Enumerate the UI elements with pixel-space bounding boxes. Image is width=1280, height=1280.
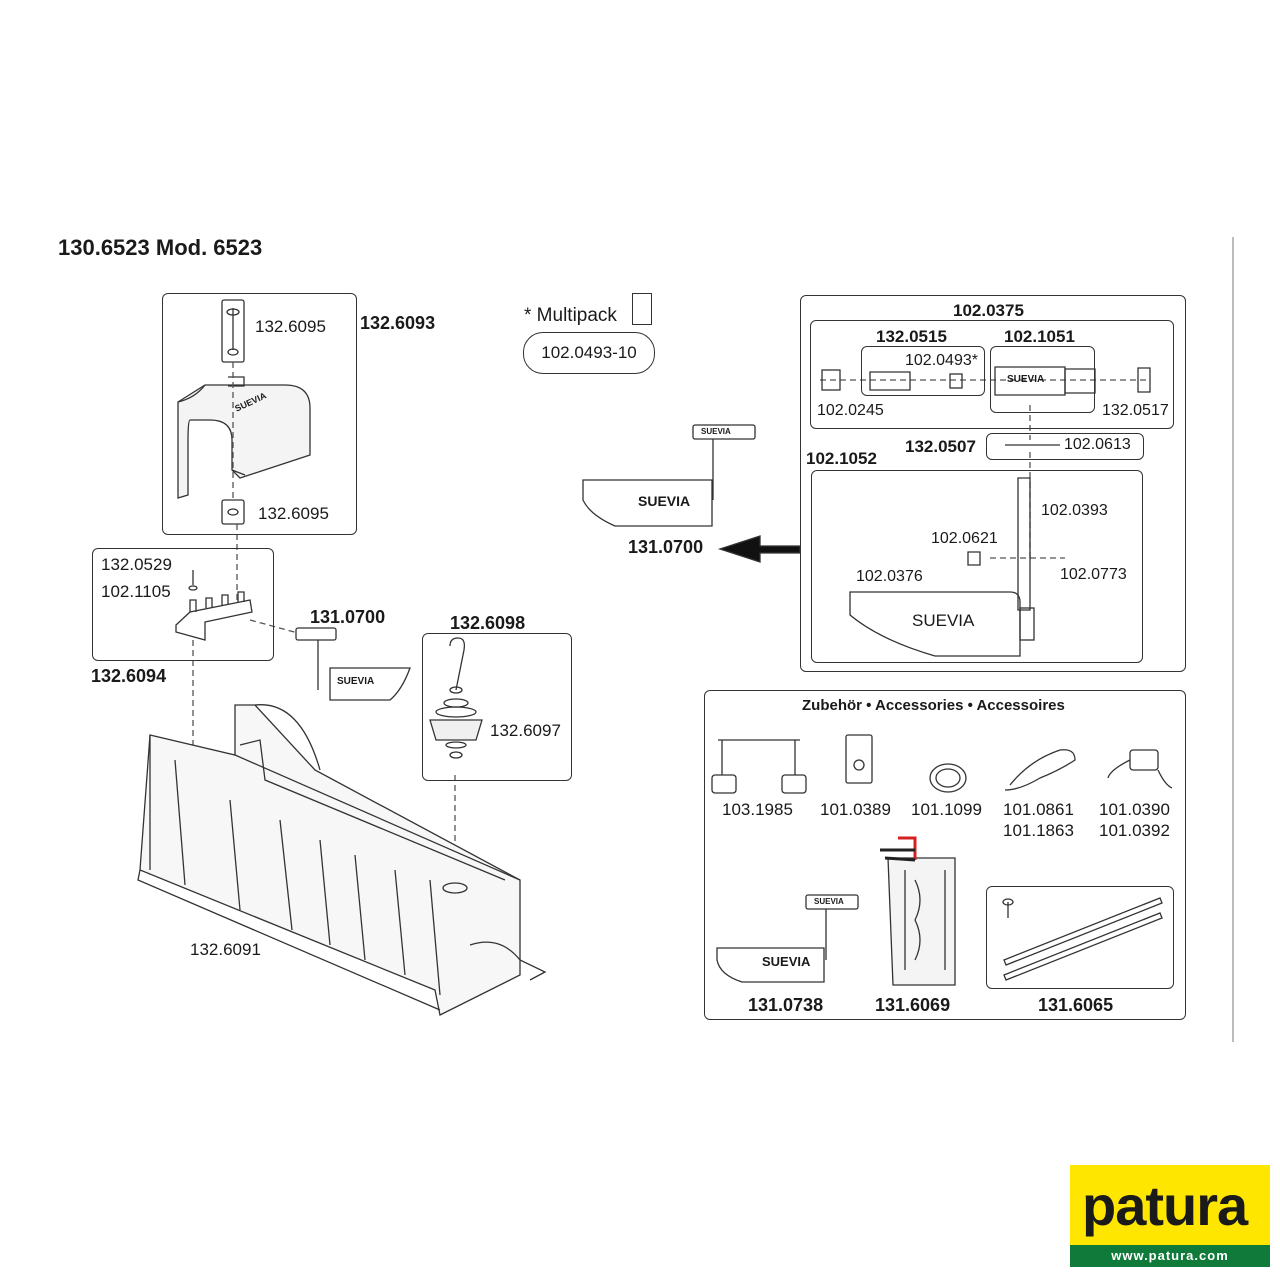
logo-url: www.patura.com: [1070, 1245, 1270, 1267]
bracket-screw-label: 132.0529: [101, 555, 172, 574]
hood-screw-bottom-label: 132.6095: [258, 504, 329, 523]
left-valve-label: 131.0700: [310, 607, 386, 627]
accessory-code: 101.1863: [1003, 821, 1074, 840]
pin-group-box: [986, 433, 1144, 460]
lever-label: 102.0393: [1041, 502, 1108, 519]
valve-inner-box: [810, 320, 1174, 429]
bracket-group-label: 132.6094: [91, 666, 167, 686]
plug-label: 132.6097: [490, 721, 561, 740]
multipack-label: * Multipack: [524, 305, 617, 326]
left-valve-brand: SUEVIA: [337, 676, 375, 687]
rails-box: [986, 886, 1174, 989]
accessories-box: [704, 690, 1186, 1020]
logo-word: patura: [1082, 1174, 1248, 1237]
plug-group-label: 132.6098: [450, 613, 526, 633]
valve-detail-box: [800, 295, 1186, 672]
small-valve-brand: SUEVIA: [814, 897, 844, 906]
bracket-washer-label: 102.1105: [101, 582, 171, 601]
paddle-label: 102.0376: [856, 568, 923, 585]
seal-label: 102.0493*: [905, 352, 978, 369]
accessory-code: 101.0392: [1099, 821, 1170, 840]
multipack-part: 102.0493-10: [523, 332, 655, 374]
multipack-box-icon: [632, 293, 652, 325]
assembly-label: 102.0375: [953, 301, 1024, 320]
accessory-code: 101.0861: [1003, 800, 1074, 819]
pin-label: 102.0613: [1064, 436, 1131, 453]
nut-left-label: 102.0245: [817, 402, 884, 419]
screw-label: 102.0621: [931, 530, 998, 547]
plug-group-box: [422, 633, 572, 781]
accessories-title: Zubehör • Accessories • Accessoires: [802, 697, 1065, 714]
lever-group-box: [811, 470, 1143, 663]
heater-wire: [898, 836, 917, 860]
bottom-code: 131.6065: [1038, 995, 1114, 1015]
sub-right-label: 102.1051: [1004, 327, 1075, 346]
hood-group-label: 132.6093: [360, 313, 436, 333]
nut-right-label: 132.0517: [1102, 402, 1169, 419]
hood-screw-top-label: 132.6095: [255, 317, 326, 336]
valve-sub-left-box: [861, 346, 985, 396]
trough-label: 132.6091: [190, 940, 261, 959]
accessory-code: 101.1099: [911, 800, 982, 819]
rivet-label: 102.0773: [1060, 566, 1127, 583]
bottom-paddle-brand: SUEVIA: [762, 954, 811, 969]
valve-body-brand: SUEVIA: [1007, 374, 1045, 385]
paddle-brand: SUEVIA: [912, 611, 975, 630]
valve-sub-right-box: [990, 346, 1095, 413]
bottom-code: 131.0738: [748, 995, 824, 1015]
accessory-code: 101.0390: [1099, 800, 1170, 819]
upper-paddle-brand: SUEVIA: [638, 493, 691, 509]
bracket-group-box: [92, 548, 274, 661]
page-title: 130.6523 Mod. 6523: [58, 235, 263, 260]
hood-group-box: [162, 293, 357, 535]
pin-group-label: 132.0507: [905, 437, 976, 456]
lever-group-label: 102.1052: [806, 449, 877, 468]
result-valve-label: 131.0700: [628, 537, 704, 557]
accessory-code: 103.1985: [722, 800, 793, 819]
patura-logo: patura www.patura.com: [1070, 1165, 1270, 1267]
bottom-code: 131.6069: [875, 995, 951, 1015]
accessory-code: 101.0389: [820, 800, 891, 819]
sub-left-label: 132.0515: [876, 327, 947, 346]
upper-valve-brand: SUEVIA: [701, 427, 731, 436]
